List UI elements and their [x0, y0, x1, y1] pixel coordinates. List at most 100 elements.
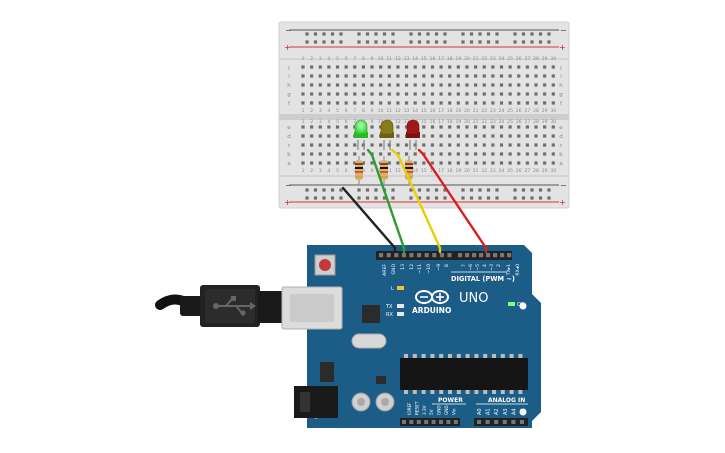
breadboard-hole[interactable]: [499, 134, 504, 138]
breadboard-hole[interactable]: [318, 125, 322, 129]
breadboard-hole[interactable]: [534, 101, 538, 105]
breadboard-hole[interactable]: [456, 161, 460, 165]
breadboard-hole[interactable]: [335, 134, 340, 138]
digital-pin-socket[interactable]: [432, 253, 437, 258]
breadboard-hole[interactable]: [508, 74, 512, 78]
breadboard-hole[interactable]: [387, 65, 391, 69]
breadboard-hole[interactable]: [439, 74, 443, 78]
breadboard-hole[interactable]: [370, 134, 374, 138]
breadboard-hole[interactable]: [465, 74, 469, 78]
rail-hole[interactable]: [547, 32, 551, 36]
breadboard-hole[interactable]: [370, 143, 374, 147]
resistor-1[interactable]: [355, 156, 363, 184]
breadboard-hole[interactable]: [327, 101, 331, 105]
breadboard-hole[interactable]: [517, 92, 521, 96]
rail-hole[interactable]: [469, 188, 474, 192]
breadboard-hole[interactable]: [361, 74, 366, 78]
breadboard-hole[interactable]: [335, 143, 340, 147]
breadboard-hole[interactable]: [396, 161, 400, 165]
breadboard-hole[interactable]: [344, 74, 348, 78]
breadboard-hole[interactable]: [465, 92, 469, 96]
breadboard-hole[interactable]: [551, 161, 555, 165]
breadboard-hole[interactable]: [551, 125, 555, 129]
rail-hole[interactable]: [365, 196, 370, 200]
breadboard-hole[interactable]: [379, 65, 383, 69]
breadboard-hole[interactable]: [543, 92, 547, 96]
digital-pin-socket[interactable]: [500, 253, 505, 258]
rail-hole[interactable]: [469, 40, 474, 44]
rail-hole[interactable]: [313, 40, 318, 44]
breadboard-hole[interactable]: [396, 74, 400, 78]
breadboard-hole[interactable]: [448, 134, 452, 138]
breadboard-hole[interactable]: [508, 65, 512, 69]
breadboard-hole[interactable]: [327, 74, 331, 78]
rail-hole[interactable]: [305, 40, 309, 44]
rail-hole[interactable]: [305, 188, 309, 192]
breadboard-hole[interactable]: [335, 65, 340, 69]
rail-hole[interactable]: [374, 196, 378, 200]
rail-hole[interactable]: [434, 40, 439, 44]
digital-pin-socket[interactable]: [439, 253, 444, 258]
breadboard-hole[interactable]: [301, 92, 305, 96]
breadboard-hole[interactable]: [456, 125, 460, 129]
breadboard-hole[interactable]: [439, 134, 443, 138]
rail-hole[interactable]: [409, 32, 413, 36]
breadboard-hole[interactable]: [508, 92, 512, 96]
breadboard-hole[interactable]: [525, 125, 529, 129]
breadboard-hole[interactable]: [474, 152, 478, 156]
rail-hole[interactable]: [495, 32, 499, 36]
breadboard-hole[interactable]: [301, 161, 305, 165]
breadboard-hole[interactable]: [413, 143, 417, 147]
breadboard-hole[interactable]: [301, 74, 305, 78]
breadboard-hole[interactable]: [474, 83, 478, 87]
rail-hole[interactable]: [434, 196, 439, 200]
breadboard-hole[interactable]: [499, 101, 504, 105]
breadboard-hole[interactable]: [534, 74, 538, 78]
breadboard-hole[interactable]: [525, 134, 529, 138]
breadboard-hole[interactable]: [448, 65, 452, 69]
breadboard-hole[interactable]: [379, 92, 383, 96]
breadboard-hole[interactable]: [404, 143, 409, 147]
breadboard-hole[interactable]: [387, 152, 391, 156]
rail-hole[interactable]: [426, 32, 430, 36]
breadboard-hole[interactable]: [353, 161, 357, 165]
breadboard-hole[interactable]: [482, 65, 486, 69]
breadboard-hole[interactable]: [525, 143, 529, 147]
analog-pin-socket[interactable]: [494, 420, 499, 424]
rail-hole[interactable]: [547, 188, 551, 192]
breadboard-hole[interactable]: [396, 65, 400, 69]
rail-hole[interactable]: [495, 40, 499, 44]
breadboard-hole[interactable]: [413, 152, 417, 156]
breadboard-hole[interactable]: [310, 143, 314, 147]
dc-power-jack[interactable]: [294, 386, 338, 418]
rail-hole[interactable]: [391, 196, 395, 200]
rail-hole[interactable]: [357, 32, 361, 36]
breadboard-hole[interactable]: [448, 161, 452, 165]
breadboard-hole[interactable]: [422, 74, 426, 78]
breadboard-hole[interactable]: [551, 152, 555, 156]
breadboard-hole[interactable]: [491, 83, 495, 87]
breadboard-hole[interactable]: [482, 83, 486, 87]
breadboard-hole[interactable]: [413, 65, 417, 69]
reset-button[interactable]: [314, 254, 336, 276]
rail-hole[interactable]: [426, 196, 430, 200]
breadboard-hole[interactable]: [456, 74, 460, 78]
rail-hole[interactable]: [382, 40, 387, 44]
breadboard-hole[interactable]: [396, 125, 400, 129]
breadboard-hole[interactable]: [508, 101, 512, 105]
breadboard-hole[interactable]: [448, 101, 452, 105]
power-pin-socket[interactable]: [431, 420, 436, 424]
breadboard-hole[interactable]: [301, 134, 305, 138]
rail-hole[interactable]: [417, 40, 422, 44]
breadboard-hole[interactable]: [551, 134, 555, 138]
breadboard-hole[interactable]: [413, 92, 417, 96]
rail-hole[interactable]: [382, 196, 387, 200]
breadboard-hole[interactable]: [361, 101, 366, 105]
rail-hole[interactable]: [417, 188, 422, 192]
breadboard-hole[interactable]: [465, 143, 469, 147]
rail-hole[interactable]: [443, 188, 447, 192]
rail-hole[interactable]: [478, 196, 482, 200]
breadboard-hole[interactable]: [318, 65, 322, 69]
green-led[interactable]: [354, 119, 368, 150]
rail-hole[interactable]: [305, 196, 309, 200]
